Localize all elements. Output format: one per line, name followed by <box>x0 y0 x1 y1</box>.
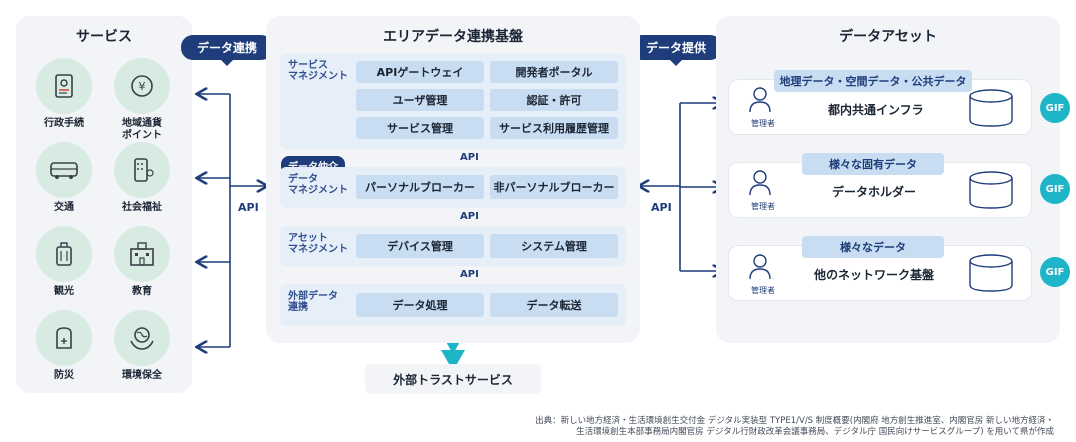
api-link-label: API <box>460 152 479 163</box>
data-transfer-box[interactable]: データ転送 <box>490 293 618 317</box>
gif-icon: GIF <box>1040 174 1070 204</box>
personal-broker-box[interactable]: パーソナルブローカー <box>356 175 484 199</box>
asset-name: 都内共通インフラ <box>828 103 924 117</box>
service-tourism[interactable]: 観光 <box>29 226 99 298</box>
service-management-box[interactable]: サービス管理 <box>356 117 484 139</box>
service-label: 交通 <box>54 202 74 213</box>
service-transport[interactable]: 交通 <box>29 142 99 214</box>
service-usage-history-box[interactable]: サービス利用履歴管理 <box>490 117 618 139</box>
data-linkage-pill: データ連携 <box>181 35 274 66</box>
service-welfare[interactable]: 社会福祉 <box>107 142 177 214</box>
services-title: サービス <box>76 29 132 45</box>
platform-title: エリアデータ連携基盤 <box>383 29 523 45</box>
asset-name: 他のネットワーク基盤 <box>814 268 935 282</box>
asset-name: データホルダー <box>832 185 917 199</box>
non-personal-broker-box[interactable]: 非パーソナルブローカー <box>490 175 618 199</box>
data-management-label: データ マネジメント <box>288 174 348 196</box>
source-line-1: 出典：新しい地方経済・生活環境創生交付金 デジタル実装型 TYPE1/V/S 制… <box>535 416 1054 426</box>
source-note: 出典：新しい地方経済・生活環境創生交付金 デジタル実装型 TYPE1/V/S 制… <box>535 416 1054 438</box>
user-management-box[interactable]: ユーザ管理 <box>356 89 484 111</box>
service-label: 環境保全 <box>122 370 162 381</box>
service-label: 教育 <box>132 286 152 297</box>
suitcase-icon <box>36 226 92 282</box>
svg-text:¥: ¥ <box>139 80 146 93</box>
welfare-icon <box>114 142 170 198</box>
database-icon <box>968 89 1014 131</box>
manager-icon <box>747 168 773 200</box>
earth-hands-icon <box>114 310 170 366</box>
left-connector <box>198 94 266 347</box>
data-processing-box[interactable]: データ処理 <box>356 293 484 317</box>
emergency-bag-icon <box>36 310 92 366</box>
service-education[interactable]: 教育 <box>107 226 177 298</box>
manager-icon <box>747 252 773 284</box>
service-admin[interactable]: 行政手続 <box>29 58 99 130</box>
asset-tag: 様々なデータ <box>802 236 944 258</box>
manager-icon <box>747 85 773 117</box>
service-local-currency[interactable]: ¥ 地域通貨 ポイント <box>107 58 177 142</box>
service-label: 観光 <box>54 286 74 297</box>
yen-coin-icon: ¥ <box>114 58 170 114</box>
manager-label: 管理者 <box>751 286 775 295</box>
document-id-icon <box>36 58 92 114</box>
system-management-box[interactable]: システム管理 <box>490 234 618 258</box>
api-link-label: API <box>460 211 479 222</box>
database-icon <box>968 254 1014 296</box>
manager-label: 管理者 <box>751 119 775 128</box>
service-disaster-prevention[interactable]: 防災 <box>29 310 99 382</box>
school-icon <box>114 226 170 282</box>
service-management-label: サービス マネジメント <box>288 60 348 82</box>
data-assets-title: データアセット <box>839 29 937 45</box>
authorization-box[interactable]: 認証・許可 <box>490 89 618 111</box>
manager-label: 管理者 <box>751 202 775 211</box>
asset-tag: 様々な固有データ <box>802 153 944 175</box>
service-label: 防災 <box>54 370 74 381</box>
right-connector <box>640 103 722 271</box>
service-label: 社会福祉 <box>122 202 162 213</box>
service-label: 行政手続 <box>44 118 84 129</box>
service-label: 地域通貨 ポイント <box>122 118 162 141</box>
gif-icon: GIF <box>1040 93 1070 123</box>
service-environment[interactable]: 環境保全 <box>107 310 177 382</box>
source-line-2: 生活環境創生本部事務局内閣官房 デジタル行財政改革会議事務局、デジタル庁 国民向… <box>576 427 1054 437</box>
data-provision-pill: データ提供 <box>630 35 723 66</box>
right-api-label: API <box>651 201 672 214</box>
device-management-box[interactable]: デバイス管理 <box>356 234 484 258</box>
api-gateway-box[interactable]: APIゲートウェイ <box>356 61 484 83</box>
api-link-label: API <box>460 269 479 280</box>
gif-icon: GIF <box>1040 257 1070 287</box>
left-api-label: API <box>238 201 259 214</box>
external-trust-service[interactable]: 外部トラストサービス <box>365 364 541 394</box>
asset-tag: 地理データ・空間データ・公共データ <box>774 70 972 92</box>
external-data-label: 外部データ 連携 <box>288 291 338 313</box>
bus-icon <box>36 142 92 198</box>
developer-portal-box[interactable]: 開発者ポータル <box>490 61 618 83</box>
database-icon <box>968 171 1014 213</box>
asset-management-label: アセット マネジメント <box>288 233 348 255</box>
